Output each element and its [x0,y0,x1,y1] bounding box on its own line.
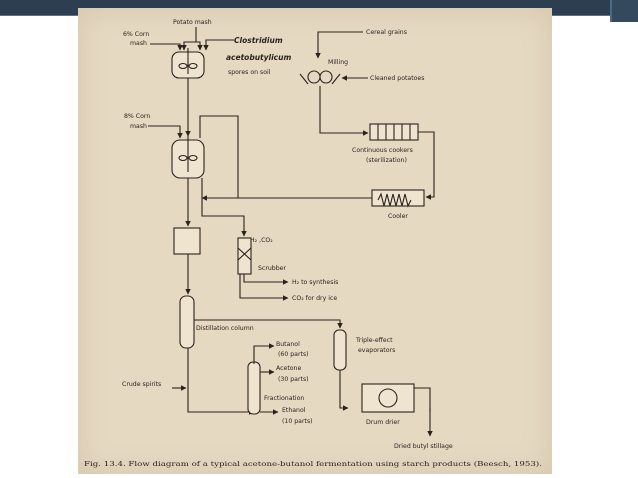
label-corn-mash-top-word: mash [130,40,147,47]
figure-caption: Fig. 13.4. Flow diagram of a typical ace… [84,460,542,468]
label-butanol: Butanol [276,341,300,348]
label-h2-co2: H₂ ,CO₂ [250,237,273,244]
continuous-cookers [369,123,419,141]
flow-diagram-figure: Potato mash 6% Corn mash Clostridium ace… [78,8,552,474]
label-milling: Milling [328,59,348,66]
label-triple-effect: Triple-effect [355,337,393,344]
label-scrubber: Scrubber [258,265,286,272]
label-continuous-cookers: Continuous cookers [352,147,413,154]
label-dried-stillage: Dried butyl stillage [394,443,453,450]
label-potato-mash: Potato mash [173,19,212,26]
drum-drier [361,383,415,413]
main-fermenter [171,134,205,179]
label-distillation-column: Distillation column [196,325,254,332]
label-acetone-parts: (30 parts) [278,376,309,383]
label-cereal-grains: Cereal grains [366,29,407,36]
top-fermenter [171,48,205,79]
label-corn-mash-top: 6% Corn [123,31,149,38]
fractionation-column [247,361,261,415]
label-evaporators: evaporators [358,347,395,354]
label-cooler: Cooler [388,213,408,220]
label-acetone: Acetone [276,365,301,372]
label-spores: spores on soil [228,69,271,76]
label-fractionation: Fractionation [264,395,304,402]
label-cleaned-potatoes: Cleaned potatoes [370,75,424,82]
cooler [371,189,425,208]
label-crude-spirits: Crude spirits [122,381,161,388]
label-drum-drier: Drum drier [366,419,400,426]
flow-diagram: Potato mash 6% Corn mash Clostridium ace… [84,19,542,468]
label-h2-synthesis: H₂ to synthesis [292,279,338,286]
label-corn-mash-mid-word: mash [130,123,147,130]
label-co2-dry-ice: CO₂ for dry ice [292,295,337,302]
milling-rollers [299,70,341,85]
scrubber [237,237,252,275]
label-acetobutylicum: acetobutylicum [226,53,291,62]
distillation-column [179,295,195,349]
label-corn-mash-mid: 8% Corn [124,113,150,120]
holding-tank [173,227,201,255]
label-ethanol-parts: (10 parts) [282,418,313,425]
slide-corner-tab [610,0,638,22]
label-ethanol: Ethanol [282,407,306,414]
label-sterilization: (sterilization) [366,157,407,164]
triple-effect-evaporators [333,329,347,371]
label-clostridium: Clostridium [234,36,283,45]
label-butanol-parts: (60 parts) [278,351,309,358]
